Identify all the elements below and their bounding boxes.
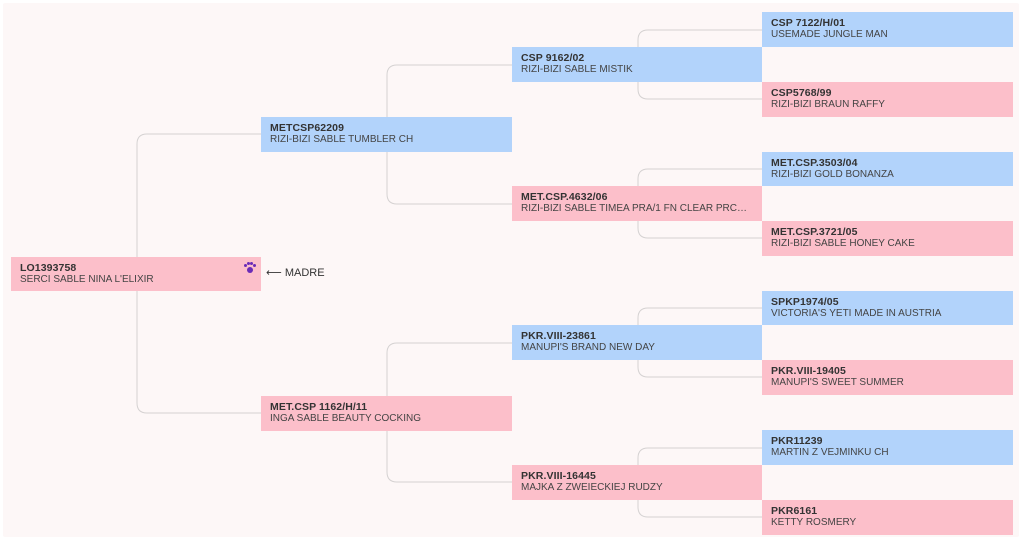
maternal-granddam-name: MAJKA Z ZWEIECKIEJ RUDZY — [521, 482, 663, 493]
ancestor-card[interactable]: PKR6161 KETTY ROSMERY — [762, 500, 1013, 535]
maternal-grandsire-card[interactable]: PKR.VIII-23861 MANUPI'S BRAND NEW DAY — [512, 325, 762, 360]
ancestor-name: VICTORIA'S YETI MADE IN AUSTRIA — [771, 308, 942, 319]
root-dog-card[interactable]: LO1393758 SERCI SABLE NINA L'ELIXIR — [11, 257, 261, 291]
ancestor-name: RIZI-BIZI GOLD BONANZA — [771, 169, 894, 180]
maternal-grandsire-name: MANUPI'S BRAND NEW DAY — [521, 342, 655, 353]
sire-card[interactable]: METCSP62209 RIZI-BIZI SABLE TUMBLER CH — [261, 117, 512, 152]
connector-g2d-g3g — [637, 447, 762, 465]
dam-card[interactable]: MET.CSP 1162/H/11 INGA SABLE BEAUTY COCK… — [261, 396, 512, 431]
connector-g2b-g3c — [637, 168, 762, 186]
ancestor-name: USEMADE JUNGLE MAN — [771, 29, 888, 40]
connector-g2a-g3a — [637, 29, 762, 47]
ancestor-card[interactable]: PKR11239 MARTIN Z VEJMINKU CH — [762, 430, 1013, 465]
connector-root-dam — [136, 291, 261, 414]
connector-g1b-g2c — [386, 342, 512, 396]
ancestor-name: MARTIN Z VEJMINKU CH — [771, 447, 889, 458]
ancestor-card[interactable]: PKR.VIII-19405 MANUPI'S SWEET SUMMER — [762, 360, 1013, 395]
ancestor-registration: SPKP1974/05 — [771, 296, 839, 308]
dam-name: INGA SABLE BEAUTY COCKING — [270, 413, 421, 424]
paternal-granddam-name: RIZI-BIZI SABLE TIMEA PRA/1 FN CLEAR PRC… — [521, 203, 753, 214]
root-name: SERCI SABLE NINA L'ELIXIR — [20, 274, 154, 285]
paternal-grandsire-card[interactable]: CSP 9162/02 RIZI-BIZI SABLE MISTIK — [512, 47, 762, 82]
madre-label: ⟵ MADRE — [266, 267, 325, 279]
ancestor-registration: MET.CSP.3503/04 — [771, 157, 858, 169]
dam-registration: MET.CSP 1162/H/11 — [270, 401, 368, 413]
ancestor-name: KETTY ROSMERY — [771, 517, 857, 528]
connector-g1a-g2b — [386, 152, 512, 205]
connector-g2a-g3b — [637, 82, 762, 100]
paternal-grandsire-registration: CSP 9162/02 — [521, 52, 585, 64]
paw-icon — [244, 262, 256, 274]
ancestor-card[interactable]: CSP 7122/H/01 USEMADE JUNGLE MAN — [762, 12, 1013, 47]
connector-g2c-g3f — [637, 360, 762, 378]
ancestor-registration: PKR6161 — [771, 505, 818, 517]
ancestor-card[interactable]: MET.CSP.3503/04 RIZI-BIZI GOLD BONANZA — [762, 152, 1013, 186]
paternal-granddam-registration: MET.CSP.4632/06 — [521, 191, 608, 203]
paternal-grandsire-name: RIZI-BIZI SABLE MISTIK — [521, 64, 633, 75]
ancestor-registration: MET.CSP.3721/05 — [771, 226, 858, 238]
connector-g2b-g3d — [637, 221, 762, 239]
maternal-grandsire-registration: PKR.VIII-23861 — [521, 330, 596, 342]
connector-g1b-g2d — [386, 431, 512, 483]
maternal-granddam-registration: PKR.VIII-16445 — [521, 470, 596, 482]
connector-g1a-g2a — [386, 64, 512, 117]
connector-root-sire — [136, 133, 261, 257]
ancestor-name: RIZI-BIZI SABLE HONEY CAKE — [771, 238, 915, 249]
ancestor-card[interactable]: SPKP1974/05 VICTORIA'S YETI MADE IN AUST… — [762, 291, 1013, 325]
sire-registration: METCSP62209 — [270, 122, 345, 134]
ancestor-name: MANUPI'S SWEET SUMMER — [771, 377, 904, 388]
maternal-granddam-card[interactable]: PKR.VIII-16445 MAJKA Z ZWEIECKIEJ RUDZY — [512, 465, 762, 500]
paternal-granddam-card[interactable]: MET.CSP.4632/06 RIZI-BIZI SABLE TIMEA PR… — [512, 186, 762, 221]
ancestor-registration: CSP 7122/H/01 — [771, 17, 846, 29]
ancestor-registration: CSP5768/99 — [771, 87, 832, 99]
root-registration: LO1393758 — [20, 262, 77, 274]
ancestor-card[interactable]: CSP5768/99 RIZI-BIZI BRAUN RAFFY — [762, 82, 1013, 117]
ancestor-registration: PKR11239 — [771, 435, 823, 447]
connector-g2c-g3e — [637, 307, 762, 325]
ancestor-card[interactable]: MET.CSP.3721/05 RIZI-BIZI SABLE HONEY CA… — [762, 221, 1013, 256]
connector-g2d-g3h — [637, 500, 762, 518]
sire-name: RIZI-BIZI SABLE TUMBLER CH — [270, 134, 414, 145]
ancestor-registration: PKR.VIII-19405 — [771, 365, 846, 377]
ancestor-name: RIZI-BIZI BRAUN RAFFY — [771, 99, 885, 110]
